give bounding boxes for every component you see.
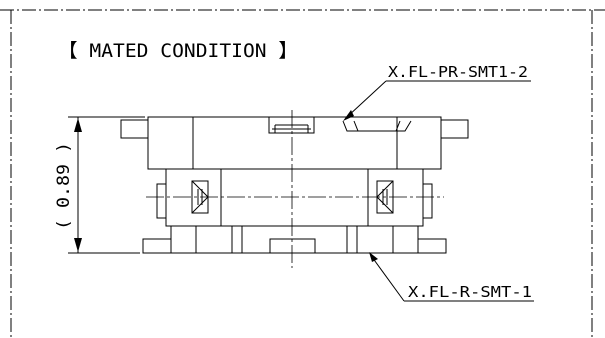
receptacle-base — [142, 225, 447, 254]
arrow-head-lower — [369, 252, 378, 262]
connector-assembly — [120, 116, 469, 254]
mid-section — [156, 168, 433, 227]
frame-border — [0, 9, 605, 338]
arrow-head-upper — [343, 110, 354, 121]
center-lines — [146, 110, 444, 268]
callout-upper: X.FL-PR-SMT1-2 — [343, 63, 531, 121]
drawing-title: 【 MATED CONDITION 】 — [58, 40, 298, 62]
callout-lower-label: X.FL-R-SMT-1 — [408, 283, 532, 301]
dimension-label: ( 0.89 ) — [54, 142, 74, 230]
height-dimension — [68, 116, 145, 254]
callout-upper-label: X.FL-PR-SMT1-2 — [388, 63, 528, 81]
callout-lower: X.FL-R-SMT-1 — [369, 252, 534, 302]
plug-body — [120, 116, 469, 170]
